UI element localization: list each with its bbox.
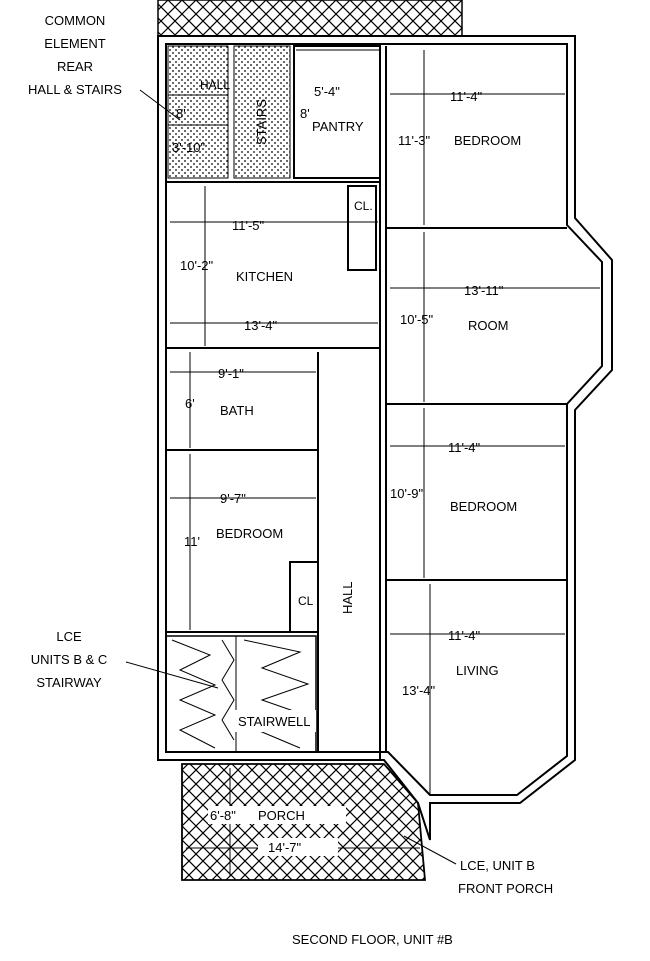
dim-bath-w: 9'-1" xyxy=(218,366,244,381)
label-common-element-1: COMMON xyxy=(45,13,106,28)
dim-hall-small-w: 3'-10" xyxy=(172,140,206,155)
rear-hatched-area xyxy=(157,0,463,37)
label-lce-porch-1: LCE, UNIT B xyxy=(460,858,535,873)
plan-caption: SECOND FLOOR, UNIT #B xyxy=(292,932,453,947)
label-lce-stair-1: LCE xyxy=(56,629,82,644)
dimension-lines xyxy=(125,49,600,876)
rear-hall-stairs-area xyxy=(167,45,291,179)
label-closet2: CL xyxy=(298,594,314,608)
dim-living-h: 13'-4" xyxy=(402,683,436,698)
label-stairs: STAIRS xyxy=(254,99,269,145)
label-common-element-3: REAR xyxy=(57,59,93,74)
dim-bedroom2-w: 11'-4" xyxy=(448,440,481,455)
label-hall-small: HALL xyxy=(200,78,230,92)
label-bedroom1: BEDROOM xyxy=(454,133,521,148)
label-common-element-2: ELEMENT xyxy=(44,36,105,51)
dim-pantry-w: 5'-4" xyxy=(314,84,340,99)
dim-bedroom3-h: 11' xyxy=(184,534,200,549)
dim-kitchen-bottom: 13'-4" xyxy=(244,318,278,333)
label-porch: PORCH xyxy=(258,808,305,823)
dim-kitchen-top: 11'-5" xyxy=(232,218,265,233)
dim-bedroom1-w: 11'-4" xyxy=(450,89,483,104)
interior-walls xyxy=(166,45,567,760)
label-closet1: CL. xyxy=(354,199,373,213)
dim-bath-h: 6' xyxy=(185,396,195,411)
dim-room-h: 10'-5" xyxy=(400,312,434,327)
dim-kitchen-h: 10'-2" xyxy=(180,258,214,273)
label-lce-stair-2: UNITS B & C xyxy=(31,652,108,667)
label-lce-stair-3: STAIRWAY xyxy=(36,675,102,690)
label-bedroom3: BEDROOM xyxy=(216,526,283,541)
dim-porch-h: 6'-8" xyxy=(210,808,236,823)
dim-hall-small-h: 8' xyxy=(176,106,186,121)
label-stairwell: STAIRWELL xyxy=(238,714,310,729)
stairwell-area xyxy=(165,635,317,753)
label-bedroom2: BEDROOM xyxy=(450,499,517,514)
label-lce-porch-2: FRONT PORCH xyxy=(458,881,553,896)
room-labels: COMMON ELEMENT REAR HALL & STAIRS HALL 8… xyxy=(28,13,553,947)
dim-room-w: 13'-11" xyxy=(464,283,504,298)
label-living: LIVING xyxy=(456,663,499,678)
dim-bedroom3-w: 9'-7" xyxy=(220,491,246,506)
label-pantry: PANTRY xyxy=(312,119,364,134)
dim-bedroom2-h: 10'-9" xyxy=(390,486,424,501)
dim-porch-w: 14'-7" xyxy=(268,840,302,855)
label-common-element-4: HALL & STAIRS xyxy=(28,82,122,97)
dim-bedroom1-h: 11'-3" xyxy=(398,133,431,148)
dim-pantry-h: 8' xyxy=(300,106,310,121)
label-hall-main: HALL xyxy=(340,581,355,614)
dim-living-w: 11'-4" xyxy=(448,628,481,643)
label-room: ROOM xyxy=(468,318,508,333)
label-kitchen: KITCHEN xyxy=(236,269,293,284)
label-bath: BATH xyxy=(220,403,254,418)
